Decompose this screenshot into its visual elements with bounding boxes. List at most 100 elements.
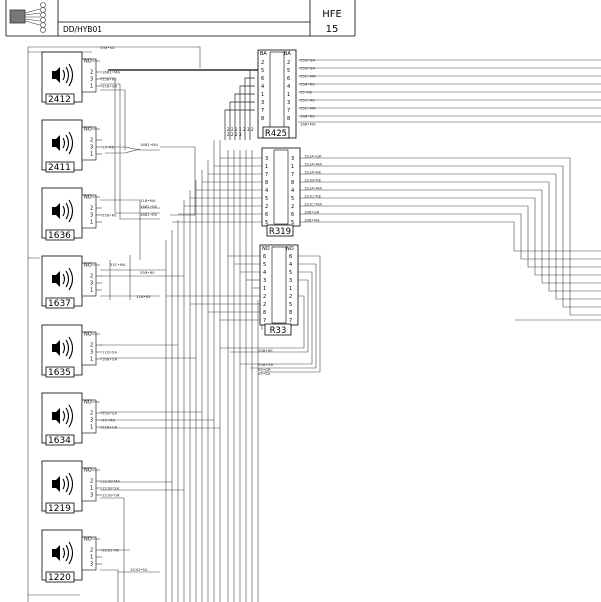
device-pin: 3 <box>90 281 93 287</box>
devices: 2412NO23116B1•MA55B•RE55B•GR2411NO23155•… <box>41 51 120 583</box>
bundle-tick: 2 <box>235 127 238 132</box>
connector-pin: 2 <box>263 302 266 308</box>
connector-pin: 5 <box>291 220 294 226</box>
connector-pin: 6 <box>261 76 264 82</box>
connector-pin: 8 <box>265 180 268 186</box>
device-pin: 3 <box>90 145 93 151</box>
device-number: 2411 <box>48 163 71 173</box>
wire-label: 55B•RE <box>258 348 273 353</box>
wire-label: 16B1•MA <box>140 142 158 147</box>
connector-pin: 2 <box>289 294 292 300</box>
connector-signal: 1S1C•RE <box>304 194 322 199</box>
connector-pin: 2 <box>265 204 268 210</box>
connector-signal: 1S1A•GR <box>304 154 322 159</box>
speaker-icon <box>52 472 74 496</box>
speaker-icon <box>52 404 74 428</box>
device-pin: 2 <box>90 411 93 417</box>
title-label: HFE <box>322 9 342 20</box>
device-signal: 55B•RE <box>102 76 117 81</box>
connector-pin: 4 <box>289 262 292 268</box>
device-number: 1634 <box>48 436 71 446</box>
wire-label: 11B•RE <box>136 294 151 299</box>
connector-signal: 16B•MA <box>304 218 320 223</box>
connector-signal: 55C•MA <box>300 106 316 111</box>
device-pin: NO <box>84 195 92 201</box>
connector-header: BA <box>284 51 291 57</box>
device-pin: NO <box>84 59 92 65</box>
connector-pin: 2 <box>263 294 266 300</box>
device-pin: NO <box>84 537 92 543</box>
device-signal: 1S1B•GR <box>102 492 120 497</box>
device-pin: 3 <box>90 418 93 424</box>
connector-pin: 1 <box>263 286 266 292</box>
connector-header: NO <box>262 246 270 252</box>
device-signal: 55•MA <box>102 417 115 422</box>
mid-labels: 16B1•MA 16B1•RE 11B•MA 55B•RE 11B•RE 55C… <box>110 142 274 572</box>
connector-name: R425 <box>265 129 287 139</box>
connector-signal: 1S1A•MA <box>304 162 322 167</box>
top-signal-label: 55B•SA <box>100 45 115 50</box>
connector-name: R33 <box>270 326 287 336</box>
connector-signal: 1S1B•RE <box>304 178 322 183</box>
connector-pin: 5 <box>261 68 264 74</box>
bundle-tick: 3 <box>247 127 250 132</box>
wire-label: 55C•MA <box>110 262 126 267</box>
speaker-icon <box>52 199 74 223</box>
bundle-tick: 2 <box>231 127 234 132</box>
device-number: 1637 <box>48 299 71 309</box>
device-number: 1635 <box>48 368 71 378</box>
wire-label: 55B•GR <box>258 362 274 367</box>
connector-pin: 3 <box>261 100 264 106</box>
bundle-tick: 2 <box>227 132 230 137</box>
connector-pin: 4 <box>265 188 268 194</box>
connector-R319: 317845265317845265R3191S1A•GR1S1A•MA1S1A… <box>261 147 322 237</box>
connector-pin: 5 <box>289 270 292 276</box>
connector-signal: 1S1A•RE <box>304 170 322 175</box>
connector-signal: 16B•MA <box>300 122 316 127</box>
connector-signal: 55C•MA <box>300 74 316 79</box>
device-pin: 3 <box>90 350 93 356</box>
connector-pin: 7 <box>291 172 294 178</box>
drawing-code: DD/HYB01 <box>63 25 102 34</box>
bundle-tick: 2 <box>235 132 238 137</box>
speaker-icon <box>52 63 74 87</box>
device-pin: 1 <box>90 425 93 431</box>
speaker-icon <box>52 267 74 291</box>
connector-pin: 5 <box>287 68 290 74</box>
wire-label: 55•GR <box>258 367 271 372</box>
wire-label: 11B•MA <box>140 198 156 203</box>
device-pin: 3 <box>90 77 93 83</box>
connector-pin: 8 <box>291 180 294 186</box>
connector-signal: 55C•RE <box>300 98 315 103</box>
device-pin: 1 <box>90 84 93 90</box>
connector-header: BA <box>260 51 267 57</box>
device-signal: 55D•SA <box>102 410 117 415</box>
connector-pin: 3 <box>289 278 292 284</box>
device-pin: NO <box>84 263 92 269</box>
device-pin: 1 <box>90 288 93 294</box>
connector-signal: 55B•RE <box>300 82 315 87</box>
device-pin: 1 <box>90 555 93 561</box>
speaker-icon <box>52 541 74 565</box>
connector-signal: 16B•GR <box>304 210 320 215</box>
bundle-tick: 3 <box>239 132 242 137</box>
device-pin: 2 <box>90 206 93 212</box>
device-signal: 55•RE <box>102 144 115 149</box>
connector-pin: 1 <box>261 92 264 98</box>
connector-pin: 3 <box>263 278 266 284</box>
device-pin: 1 <box>90 152 93 158</box>
connector-pin: 2 <box>291 204 294 210</box>
connector-pin: 7 <box>265 172 268 178</box>
connector-pin: 5 <box>265 220 268 226</box>
bundle-tick: 1 <box>239 127 242 132</box>
device-pin: 2 <box>90 548 93 554</box>
connector-pin: 3 <box>287 100 290 106</box>
device-pin: 2 <box>90 343 93 349</box>
device-number: 1636 <box>48 231 71 241</box>
